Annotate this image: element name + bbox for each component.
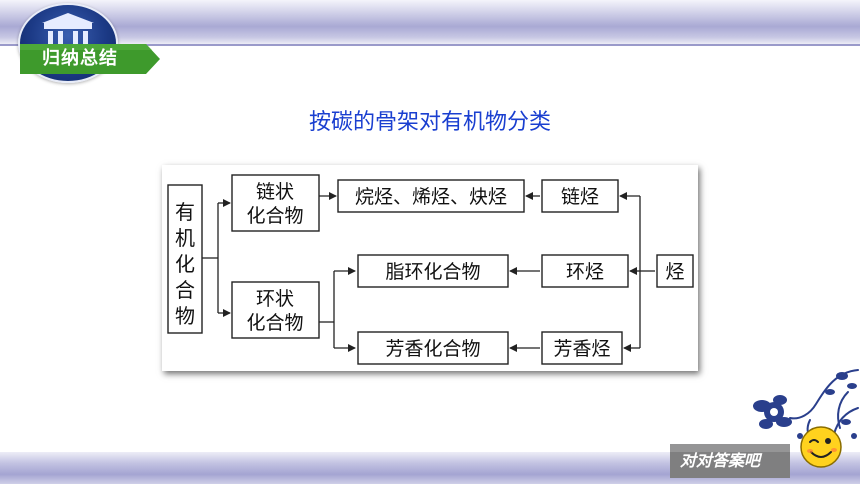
node-aromatic-compound: 芳香化合物 bbox=[357, 331, 509, 365]
header-divider bbox=[0, 44, 860, 46]
check-answer-label: 对对答案吧 bbox=[680, 451, 761, 470]
check-answer-button[interactable]: 对对答案吧 bbox=[670, 444, 790, 478]
svg-text:环状: 环状 bbox=[256, 288, 294, 310]
classification-diagram: 有 机 化 合 物 链状 化合物 环状 化合物 烷烃、烯烃、炔烃 链烃 脂环化合… bbox=[162, 165, 698, 371]
svg-text:脂环化合物: 脂环化合物 bbox=[385, 261, 480, 283]
node-organic-compound: 有 机 化 合 物 bbox=[167, 184, 203, 334]
svg-text:物: 物 bbox=[175, 304, 195, 328]
node-chain-compound: 链状 化合物 bbox=[231, 174, 320, 232]
node-hydrocarbon: 烃 bbox=[656, 254, 694, 288]
svg-text:化合物: 化合物 bbox=[246, 312, 303, 334]
diagram-title: 按碳的骨架对有机物分类 bbox=[308, 110, 551, 135]
svg-text:有: 有 bbox=[175, 200, 195, 224]
svg-text:机: 机 bbox=[175, 226, 195, 250]
section-label: 归纳总结 bbox=[42, 48, 118, 69]
node-ring-compound: 环状 化合物 bbox=[231, 281, 320, 339]
svg-text:链状: 链状 bbox=[256, 181, 294, 203]
node-chain-hydrocarbon: 链烃 bbox=[541, 179, 619, 213]
connector-lines bbox=[202, 192, 655, 352]
svg-text:化: 化 bbox=[175, 252, 195, 276]
svg-text:环烃: 环烃 bbox=[566, 261, 604, 283]
node-cyclic-hydrocarbon: 环烃 bbox=[541, 254, 629, 288]
wink-smiley-icon bbox=[798, 424, 844, 470]
svg-text:合: 合 bbox=[175, 278, 195, 302]
svg-text:烃: 烃 bbox=[665, 261, 684, 283]
svg-text:化合物: 化合物 bbox=[246, 205, 303, 227]
node-alkane-alkene-alkyne: 烷烃、烯烃、炔烃 bbox=[337, 179, 525, 213]
node-aromatic-hydrocarbon: 芳香烃 bbox=[541, 331, 623, 365]
node-alicyclic-compound: 脂环化合物 bbox=[357, 254, 509, 288]
section-tab: 归纳总结 bbox=[20, 44, 160, 74]
top-header-bar bbox=[0, 0, 860, 44]
svg-text:芳香烃: 芳香烃 bbox=[553, 338, 610, 360]
svg-text:链烃: 链烃 bbox=[561, 186, 599, 208]
svg-text:烷烃、烯烃、炔烃: 烷烃、烯烃、炔烃 bbox=[355, 186, 507, 208]
svg-text:芳香化合物: 芳香化合物 bbox=[385, 338, 480, 360]
decorative-flower-icon bbox=[740, 362, 860, 452]
